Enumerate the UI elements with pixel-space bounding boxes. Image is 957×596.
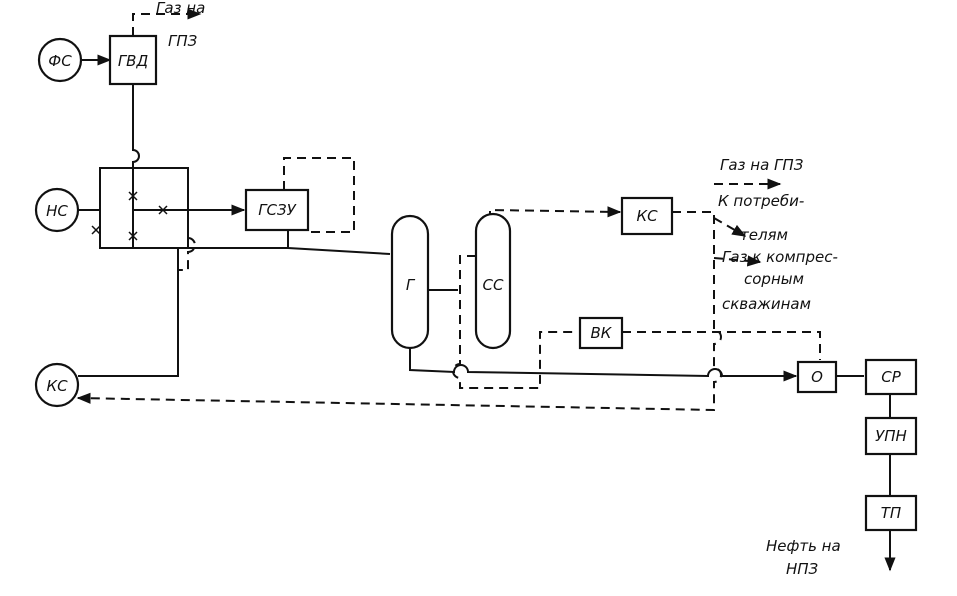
node-g: Г — [390, 214, 430, 350]
node-fs: ФС — [37, 37, 83, 83]
note-compressor-line2: сорным — [744, 270, 804, 288]
node-vk: ВК — [578, 316, 624, 350]
node-sr-label: СР — [881, 368, 901, 386]
node-ns-label: НС — [46, 202, 68, 220]
node-g-label: Г — [406, 276, 416, 294]
note-gas-gpz-top-line2: ГПЗ — [168, 32, 198, 50]
node-vk-label: ВК — [591, 324, 613, 342]
node-tp: ТП — [864, 494, 918, 532]
note-oil-line1: Нефть на — [766, 537, 841, 555]
valve-marks — [91, 191, 168, 241]
node-ss: СС — [474, 212, 512, 350]
node-ks-label: КС — [636, 207, 658, 225]
note-compressor-line1: Газ к компрес- — [722, 248, 838, 266]
node-gvd-label: ГВД — [118, 52, 149, 70]
node-o: О — [796, 360, 838, 394]
note-consumers-line1: К потреби- — [718, 192, 804, 210]
note-gas-gpz-right: Газ на ГПЗ — [720, 156, 804, 174]
node-ks-well: КС — [34, 362, 80, 408]
node-gssu: ГСЗУ — [244, 188, 310, 232]
node-sr: СР — [864, 358, 918, 396]
note-compressor-line3: скважинам — [722, 295, 811, 313]
node-upn-label: УПН — [875, 427, 907, 445]
node-gssu-label: ГСЗУ — [258, 201, 296, 219]
node-ss-label: СС — [483, 276, 504, 294]
node-o-label: О — [811, 368, 823, 386]
node-ns: НС — [34, 187, 80, 233]
node-ks: КС — [620, 196, 674, 236]
node-gvd: ГВД — [108, 34, 158, 86]
note-gas-gpz-top-line1: Газ на — [156, 0, 205, 17]
dashed-gas-lines — [76, 8, 821, 412]
note-consumers-line2: телям — [740, 226, 788, 244]
solid-pipelines — [78, 54, 896, 572]
node-upn: УПН — [864, 416, 918, 456]
node-fs-label: ФС — [48, 52, 72, 70]
node-tp-label: ТП — [881, 504, 901, 522]
node-ks-well-label: КС — [46, 377, 68, 395]
note-oil-line2: НПЗ — [786, 560, 819, 578]
